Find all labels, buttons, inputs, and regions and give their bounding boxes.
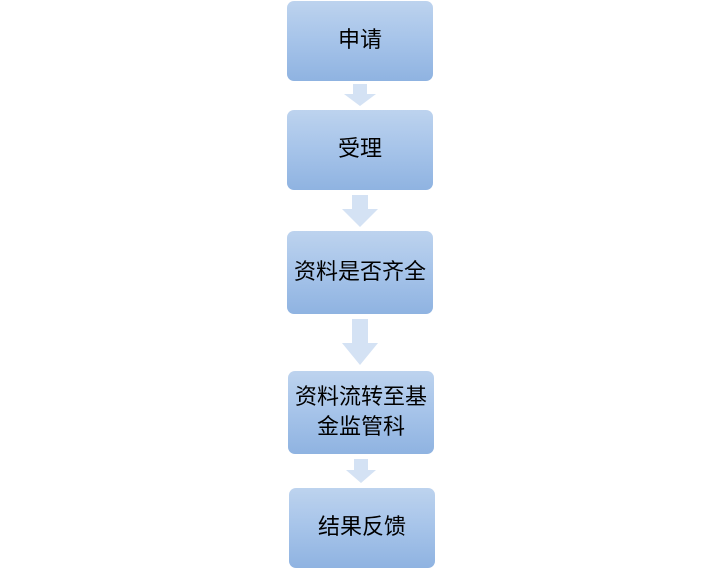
step-apply-label: 申请 xyxy=(337,28,382,53)
step-materials-complete: 资料是否齐全 xyxy=(287,231,433,314)
arrow-down-icon xyxy=(344,84,376,106)
step-transfer-to-fund-supervision-label: 资料流转至基金监管科 xyxy=(294,384,427,440)
step-apply: 申请 xyxy=(287,1,433,81)
step-transfer-to-fund-supervision: 资料流转至基金监管科 xyxy=(288,371,434,454)
arrow-down-icon xyxy=(342,195,378,227)
step-result-feedback-label: 结果反馈 xyxy=(317,515,406,540)
step-accept: 受理 xyxy=(287,110,433,190)
step-materials-complete-label: 资料是否齐全 xyxy=(293,259,426,285)
arrow-down-icon xyxy=(342,319,378,365)
step-result-feedback: 结果反馈 xyxy=(289,488,435,568)
arrow-down-icon xyxy=(346,459,376,483)
step-accept-label: 受理 xyxy=(337,137,382,162)
